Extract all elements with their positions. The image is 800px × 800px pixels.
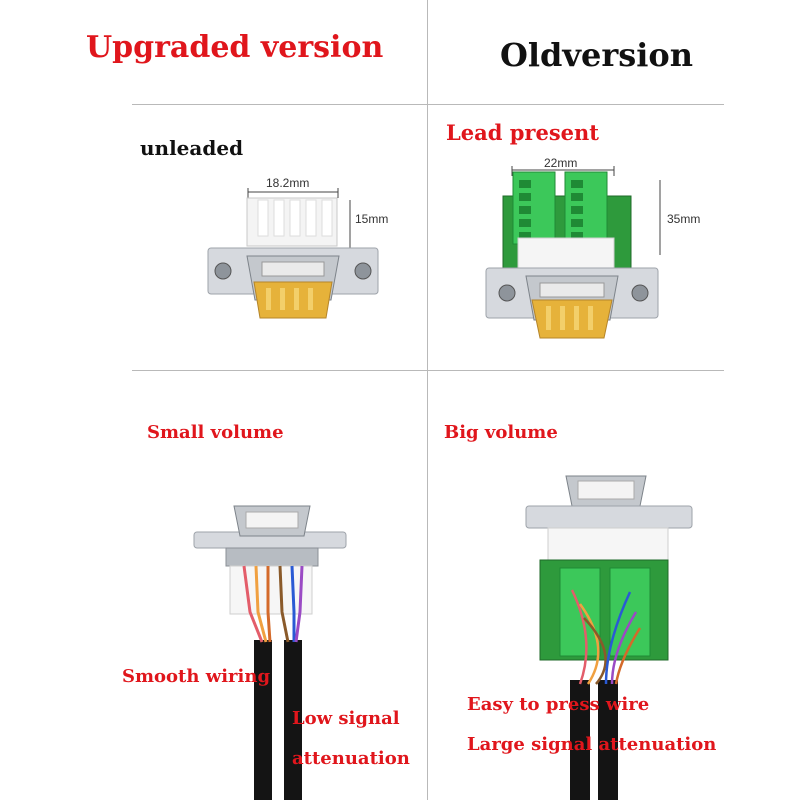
smooth-wiring-label: Smooth wiring bbox=[122, 666, 271, 687]
middle-divider bbox=[132, 370, 724, 371]
attenuation-label: attenuation bbox=[292, 748, 410, 769]
old-version-title: Oldversion bbox=[500, 36, 693, 74]
low-signal-label: Low signal bbox=[292, 708, 400, 729]
center-divider bbox=[427, 0, 428, 800]
big-volume-label: Big volume bbox=[444, 422, 558, 443]
old-width-dimension: 22mm bbox=[544, 156, 578, 170]
lead-present-label: Lead present bbox=[446, 120, 599, 145]
easy-to-press-wire-label: Easy to press wire bbox=[467, 694, 650, 715]
small-volume-label: Small volume bbox=[147, 422, 284, 443]
unleaded-label: unleaded bbox=[140, 136, 244, 160]
upgraded-height-dimension: 15mm bbox=[355, 212, 389, 226]
old-height-dimension: 35mm bbox=[667, 212, 701, 226]
top-divider bbox=[132, 104, 724, 105]
upgraded-version-title: Upgraded version bbox=[86, 30, 384, 65]
upgraded-width-dimension: 18.2mm bbox=[266, 176, 310, 190]
large-signal-attenuation-label: Large signal attenuation bbox=[467, 734, 717, 755]
